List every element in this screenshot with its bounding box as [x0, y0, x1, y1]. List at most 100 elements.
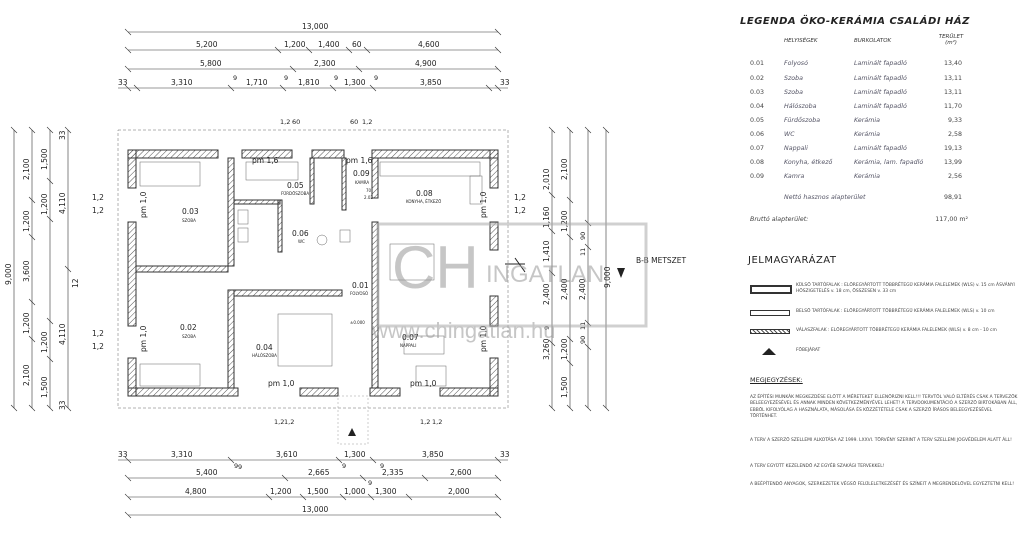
legend-row: 0.05 Fürdőszoba Kerámia 9,33: [740, 117, 1024, 128]
left-dim-col3-d: 1,500: [40, 376, 49, 398]
room-0-02-name: SZOBA: [182, 334, 196, 339]
top-dim-row4-f: 1,810: [298, 78, 320, 87]
legend-header-area: TERÜLET (m²): [938, 34, 964, 46]
legend-row-floor: Kerámia: [854, 117, 880, 124]
jelmagyarazat-item: KÜLSŐ TARTÓFALAK : ELŐREGYÁRTOTT TÖBBRÉT…: [750, 283, 1024, 297]
right-dim-a-5: 9: [543, 326, 551, 330]
section-cut: [505, 257, 625, 278]
window-sill-bottom-c: 1,2: [420, 418, 430, 426]
bottom-dim-row1-i: 33: [500, 450, 510, 459]
right-dim-a-1: 2,010: [542, 168, 551, 190]
room-0-07-number: 0.07: [402, 333, 419, 342]
room-0-02-number: 0.02: [180, 323, 197, 332]
left-dim-col3-c: 1,200: [40, 331, 49, 353]
legend-title: LEGENDA ÖKO-KERÁMIA CSALÁDI HÁZ: [740, 16, 970, 27]
fixtures: [139, 161, 483, 387]
legend-row-no: 0.01: [750, 60, 765, 67]
legend-row: 0.07 Nappali Laminált fapadló 19,13: [740, 145, 1024, 156]
top-dim-row4-i: 9: [374, 74, 378, 82]
top-dim-row2-c: 1,400: [318, 40, 340, 49]
top-dim-row4-h: 1,300: [344, 78, 366, 87]
left-dim-col3-b: 1,200: [40, 193, 49, 215]
left-dim-col4-e: 33: [58, 400, 67, 410]
legend-net-label: Nettó hasznos alapterület: [784, 194, 866, 201]
watermark: CH INGATLAN www.chingatlan.hu: [371, 222, 648, 343]
section-arrow-icon: [617, 268, 625, 278]
room-0-08-number: 0.08: [416, 189, 433, 198]
legend-row-room: Kamra: [784, 173, 805, 180]
right-dim-c-2: 11: [579, 248, 587, 256]
top-dim-row2-e: 4,600: [418, 40, 440, 49]
bottom-dim-row1-c: 9: [234, 462, 238, 470]
window-label-right-bottom: pm 1,0: [479, 325, 488, 352]
exterior-walls: [127, 149, 499, 397]
right-dim-a-2: 1,160: [542, 206, 551, 228]
bottom-dim-row3-c: 1,500: [307, 487, 329, 496]
left-dim-col4-a: 33: [58, 130, 67, 140]
room-0-07-name: NAPPALI: [400, 343, 416, 348]
window-label-right-top: pm 1,0: [479, 191, 488, 218]
room-0-03-number: 0.03: [182, 207, 199, 216]
door-mark-height: 2.02: [364, 195, 373, 200]
right-dim-a-4: 2,400: [542, 283, 551, 305]
window-label-bottom-right: pm 1,0: [410, 379, 437, 388]
jelmagyarazat-item: BELSŐ TARTÓFALAK : ELŐREGYÁRTOTT TÖBBRÉT…: [750, 309, 1024, 319]
interior-walls: [135, 157, 379, 389]
room-0-06-number: 0.06: [292, 229, 309, 238]
bottom-dim-row3-a: 4,800: [185, 487, 207, 496]
legend-panel: LEGENDA ÖKO-KERÁMIA CSALÁDI HÁZ HELYISÉG…: [740, 0, 1024, 535]
window-label-pantry: pm 1,6: [346, 156, 373, 165]
legend-row-no: 0.05: [750, 117, 765, 124]
main-entrance: [337, 395, 369, 445]
bottom-dim-row1-h: 3,850: [422, 450, 444, 459]
left-dim-col2-c: 3,600: [22, 260, 31, 282]
legend-row-room: Nappali: [784, 145, 808, 152]
level-mark: ±0.000: [350, 320, 365, 325]
jelmagyarazat-item-text: BELSŐ TARTÓFALAK : ELŐREGYÁRTOTT TÖBBRÉT…: [796, 309, 995, 314]
megjegyzesek-paragraph: A TERV A SZERZŐ SZELLEMI ALKOTÁSA AZ 199…: [750, 438, 1012, 443]
legend-row: 0.02 Szoba Laminált fapadló 13,11: [740, 75, 1024, 86]
bottom-dim-row2-e: 2,335: [382, 468, 404, 477]
left-window-mark-c: 1,2: [92, 329, 104, 338]
legend-row-no: 0.09: [750, 173, 765, 180]
watermark-logo: CH: [392, 234, 479, 301]
right-dim-c-3: 2,400: [578, 278, 587, 300]
room-0-06-name: WC: [298, 239, 305, 244]
room-0-01-number: 0.01: [352, 281, 369, 290]
window-sill-top-d: 1,2: [362, 118, 372, 126]
room-0-08-name: KONYHA, ÉTKEZŐ: [406, 199, 441, 204]
bottom-dim-row1-d: 3,610: [276, 450, 298, 459]
legend-row: 0.03 Szoba Laminált fapadló 13,11: [740, 89, 1024, 100]
top-dim-row4-d: 1,710: [246, 78, 268, 87]
top-dim-row4-c: 9: [233, 74, 237, 82]
jelmagyarazat-item-text: KÜLSŐ TARTÓFALAK : ELŐREGYÁRTOTT TÖBBRÉT…: [796, 283, 1015, 294]
bottom-dim-row2-f: 2,600: [450, 468, 472, 477]
left-dim-col4-c: 12: [71, 278, 80, 288]
bottom-dim-row3-b: 1,200: [270, 487, 292, 496]
legend-row-room: Hálószoba: [784, 103, 817, 110]
building-outline: [117, 129, 509, 409]
bottom-dim-row1-a: 33: [118, 450, 128, 459]
legend-row-area: 2,58: [947, 131, 962, 138]
bottom-dimension-lines: [118, 456, 508, 519]
jelmagyarazat-item-text: FŐBEJÁRAT: [796, 348, 821, 353]
legend-net-value: 98,91: [943, 194, 962, 201]
top-dim-row2-b: 1,200: [284, 40, 306, 49]
left-dim-col3-a: 1,500: [40, 148, 49, 170]
legend-row-no: 0.06: [750, 131, 765, 138]
room-0-05-name: FÜRDŐSZOBA: [281, 191, 309, 196]
jelmagyarazat-item: VÁLASZFALAK : ELŐREGYÁRTOTT TÖBBRÉTEGŰ K…: [750, 328, 1024, 338]
right-dim-b-3: 2,400: [560, 278, 569, 300]
window-label-bath: pm 1,6: [252, 156, 279, 165]
bottom-dim-row2-b: 9: [238, 463, 242, 471]
legend-row-no: 0.08: [750, 159, 765, 166]
legend-row-room: Szoba: [784, 75, 804, 82]
legend-row: 0.06 WC Kerámia 2,58: [740, 131, 1024, 142]
jelmagyarazat-item-text: VÁLASZFALAK : ELŐREGYÁRTOTT TÖBBRÉTEGŰ K…: [796, 328, 997, 333]
legend-row-floor: Laminált fapadló: [854, 89, 907, 96]
left-dim-col2-b: 1,200: [22, 210, 31, 232]
legend-net-row: Nettó hasznos alapterület 98,91: [740, 194, 1024, 205]
legend-row-room: Szoba: [784, 89, 804, 96]
window-label-bottom-left: pm 1,0: [268, 379, 295, 388]
watermark-brand: INGATLAN: [486, 261, 604, 288]
